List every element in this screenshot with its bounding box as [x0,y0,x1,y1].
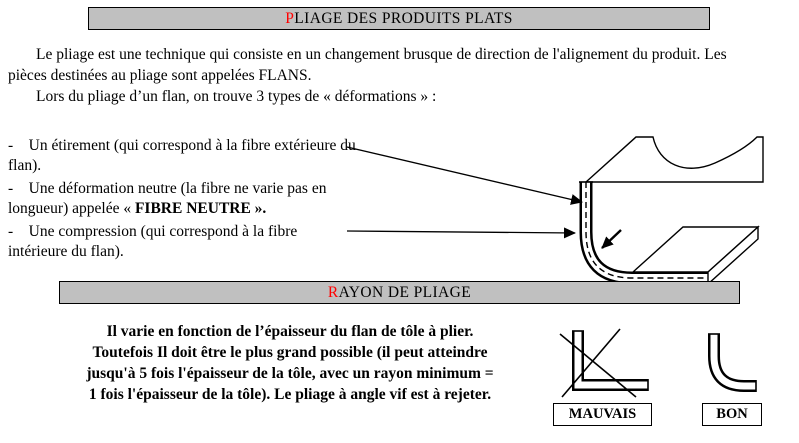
neutral-fibre-dashed-line [585,182,708,279]
banner-rayon-initial: R [327,284,339,301]
cross-out-line-1 [559,333,637,398]
cross-out-line-2 [561,328,621,398]
fibre-neutre-term: FIBRE NEUTRE ». [134,200,267,217]
sharp-bend-crossed-icon [559,328,649,398]
rayon-paragraph: Il varie en fonction de l’épaisseur du f… [36,321,544,405]
banner-rayon: RAYON DE PLIAGE [59,281,740,304]
list-item-compression: - Une compression (qui correspond à la f… [8,223,298,260]
mauvais-label: MAUVAIS [553,403,652,426]
bend-diagram [579,136,764,286]
intro-paragraph-1: Le pliage est une technique qui consiste… [8,46,727,84]
flange-end-thickness [707,225,759,286]
list-item-text: - Une déformation neutre (la fibre ne va… [8,180,327,217]
banner-pliage-rest: LIAGE DES PRODUITS PLATS [294,10,513,27]
banner-pliage-initial: P [285,10,295,27]
banner-rayon-rest: AYON DE PLIAGE [338,284,472,301]
banner-pliage: PLIAGE DES PRODUITS PLATS [88,7,710,30]
list-item-fibre-neutre: - Une déformation neutre (la fibre ne va… [8,179,358,219]
list-item-etirement: - Un étirement (qui correspond à la fibr… [8,137,356,174]
rayon-line-3: jusqu'à 5 fois l'épaisseur de la tôle, a… [86,365,494,382]
deformation-list: - Un étirement (qui correspond à la fibr… [8,136,358,265]
round-bend-core [710,334,756,390]
arrow-compression [346,227,576,239]
vertical-flange-face [584,136,764,183]
bon-label: BON [702,403,762,426]
intro-paragraph-2: Lors du pliage d’un flan, on trouve 3 ty… [36,88,437,105]
rayon-line-1: Il varie en fonction de l’épaisseur du f… [106,323,474,340]
rayon-line-4: 1 fois l'épaisseur de la tôle). Le pliag… [88,386,492,403]
round-bend-icon [708,333,757,392]
rayon-line-2: Toutefois Il doit être le plus grand pos… [92,344,488,361]
intro-section: Le pliage est une technique qui consiste… [8,44,753,107]
